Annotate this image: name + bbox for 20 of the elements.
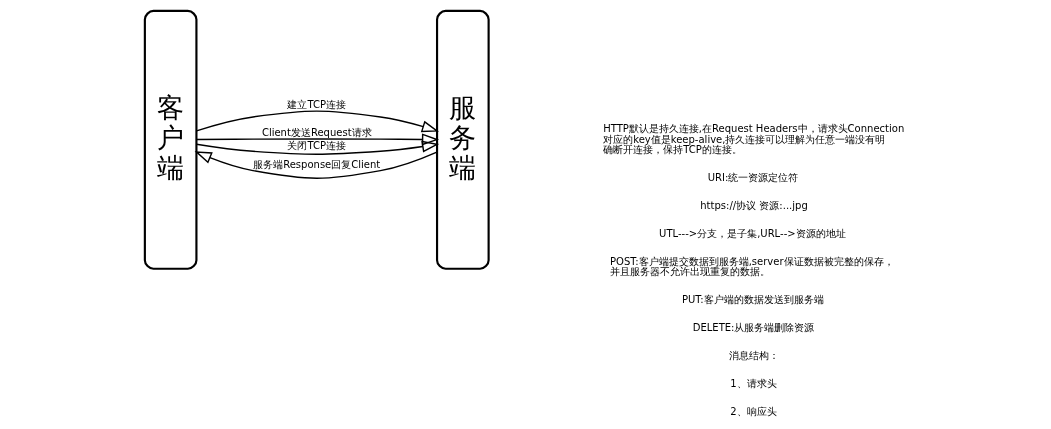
arrow — [195, 140, 440, 155]
edge-label: Client发送Request请求 — [261, 127, 372, 139]
edge-label: 服务端Response回复Client — [253, 158, 381, 170]
edge-label: 建立TCP连接 — [287, 99, 347, 111]
label: PUT:客户端的数据发送到服务端 — [681, 293, 824, 305]
label: HTTP默认是持久连接,在Request Headers中，请求头Connection对应的key值是keep-alive,持久连接可以理解为任意一端没有明确断开连接，保持TCP的连接。 — [603, 122, 905, 156]
label: 消息结构： — [728, 349, 779, 361]
label: UTL--->分支，是子集,URL-->资源的地址 — [659, 228, 846, 240]
arrow — [195, 110, 439, 133]
label: https://协议 资源:...jpg — [700, 200, 808, 212]
node-box: 客户端 — [143, 9, 198, 270]
edge-label: 关闭TCP连接 — [287, 139, 347, 151]
node-box: 服务端 — [436, 9, 490, 270]
label: 1、请求头 — [730, 377, 777, 389]
label: POST:客户端提交数据到服务端,server保证数据被完整的保存，并且服务器不允许出现重复的数据。 — [610, 255, 894, 278]
arrow — [194, 151, 438, 179]
label: URI:统一资源定位符 — [707, 172, 799, 184]
label: DELETE:从服务端删除资源 — [692, 321, 815, 333]
label: 2、响应头 — [730, 405, 777, 417]
arrow — [195, 133, 440, 146]
